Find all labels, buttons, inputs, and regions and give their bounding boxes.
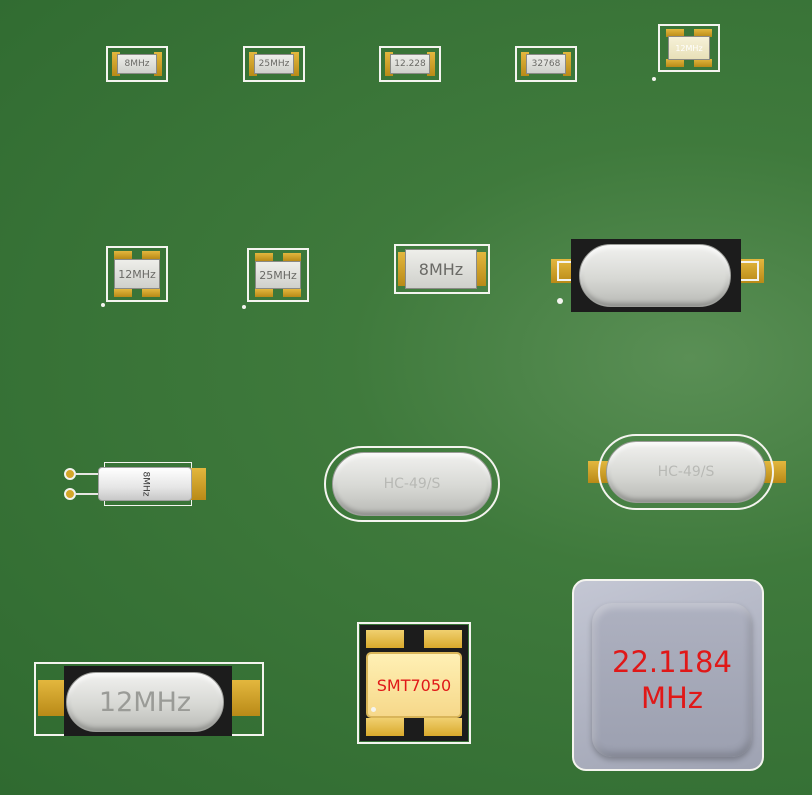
pad [563,52,571,76]
smd-crystal-25mhz[interactable]: 25MHz [243,46,305,82]
oscillator-lid: 22.1184 MHz [592,603,752,757]
big-oscillator[interactable]: 22.1184 MHz [572,579,764,771]
smd-crystal-12228[interactable]: 12.228 [379,46,441,82]
pad-left [38,680,66,716]
smd-crystal-25mhz-4pad[interactable]: 25MHz [247,248,309,302]
pad [255,253,273,261]
pin1-marker [371,707,376,712]
pad [142,289,160,297]
pad [142,251,160,259]
crystal-can [579,244,731,307]
smd-crystal-12mhz[interactable]: 12MHz [106,246,168,302]
smd-crystal-32768[interactable]: 32768 [515,46,577,82]
lead-wire [74,493,100,495]
crystal-label: 12MHz [98,686,192,718]
hc49s-crystal-left[interactable]: HC-49/S [332,452,492,516]
cylinder-crystal[interactable]: 8MHz [62,462,208,506]
frequency-value: 22.1184 [612,645,732,679]
crystal-can: 12MHz [66,672,224,732]
pad [114,251,132,259]
pad-right [232,680,260,716]
crystal-label: 12MHz [668,36,710,60]
hc49-smd-crystal-blank[interactable] [571,239,741,312]
pad [424,718,462,736]
pad [283,253,301,261]
smt7050-label: SMT7050 [376,675,452,695]
smd-crystal-8mhz-large[interactable]: 8MHz [394,244,490,294]
crystal-label: 32768 [526,54,566,74]
frequency-unit: MHz [640,681,704,715]
hc49-smd-crystal-12mhz[interactable]: 12MHz [64,666,232,736]
pad [398,252,408,286]
smd-crystal-4pad[interactable]: 12MHz [658,24,720,72]
pin1-marker [101,303,105,307]
pad [476,252,486,286]
pad [114,289,132,297]
lead-wire [74,473,100,475]
pad [424,630,462,648]
pin1-marker [557,298,563,304]
hc49s-crystal-right[interactable]: HC-49/S [606,441,766,503]
pad [694,29,712,37]
pad [521,52,529,76]
pad [427,52,435,76]
pad [112,52,120,76]
pad [249,52,257,76]
pad [666,59,684,67]
pin1-marker [242,305,246,309]
smd-crystal-8mhz[interactable]: 8MHz [106,46,168,82]
hc49s-label: HC-49/S [383,476,441,492]
pad [283,289,301,297]
smt7050-oscillator[interactable]: SMT7050 [366,652,462,718]
pad [694,59,712,67]
pad [385,52,393,76]
pad [366,630,404,648]
pad [188,468,206,500]
crystal-label: 25MHz [254,54,294,74]
cylinder-body: 8MHz [98,467,192,501]
pad [291,52,299,76]
pad [154,52,162,76]
pad [666,29,684,37]
crystal-label: 12.228 [390,54,430,74]
pin1-marker [652,77,656,81]
pad [366,718,404,736]
smt7050-outline [357,622,471,744]
pad [255,289,273,297]
hc49s-outline-right [598,434,774,510]
cylinder-label: 8MHz [139,471,150,497]
crystal-label: 25MHz [255,261,301,289]
crystal-label: 8MHz [405,249,477,289]
crystal-label: 12MHz [114,259,160,289]
crystal-label: 8MHz [117,54,157,74]
hc49s-label: HC-49/S [657,464,715,480]
hc49s-outline-left [324,446,500,522]
